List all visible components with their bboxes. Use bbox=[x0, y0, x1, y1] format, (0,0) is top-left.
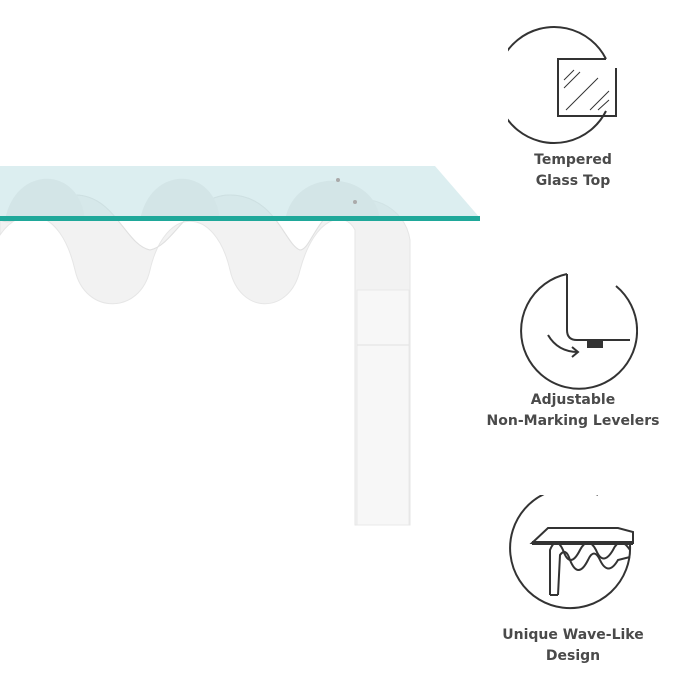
feature-tempered-glass: Tempered Glass Top bbox=[473, 20, 673, 192]
wave-console-table-illustration bbox=[0, 166, 480, 526]
feature-label-line2: Non-Marking Levelers bbox=[486, 413, 660, 429]
product-image bbox=[0, 150, 480, 550]
feature-label-line1: Unique Wave-Like bbox=[502, 627, 644, 643]
leveler-foot-icon bbox=[520, 273, 638, 390]
feature-label: Adjustable Non-Marking Levelers bbox=[473, 390, 673, 432]
feature-label-line1: Adjustable bbox=[530, 392, 616, 408]
feature-label-line2: Glass Top bbox=[535, 173, 611, 189]
feature-label-line2: Design bbox=[545, 648, 601, 664]
glass-panel-icon bbox=[508, 26, 617, 144]
feature-label: Unique Wave-Like Design bbox=[473, 625, 673, 667]
feature-label: Tempered Glass Top bbox=[473, 150, 673, 192]
wave-table-icon bbox=[509, 495, 634, 610]
feature-levelers: Adjustable Non-Marking Levelers bbox=[473, 260, 673, 432]
feature-label-line1: Tempered bbox=[534, 152, 612, 168]
feature-wave-design: Unique Wave-Like Design bbox=[473, 495, 673, 667]
